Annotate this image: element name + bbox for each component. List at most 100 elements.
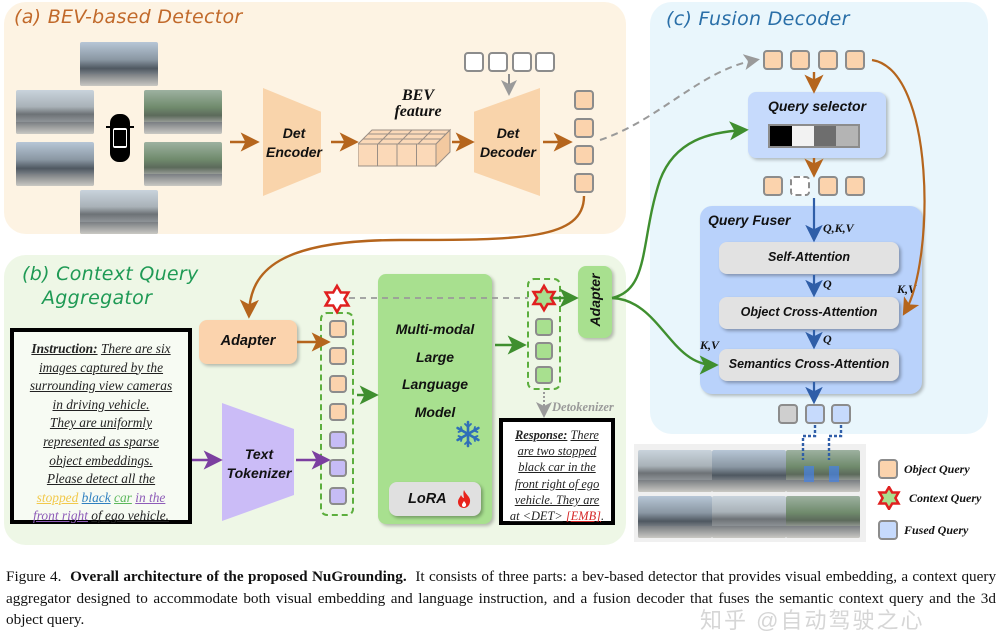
- context-query-placeholder-star-icon: [323, 283, 351, 315]
- snowflake-frozen-icon: [456, 420, 480, 448]
- object-cross-attention-label: Object Cross-Attention: [740, 305, 878, 319]
- det-encoder-label: Det Encoder: [258, 124, 330, 162]
- ego-car-icon: [106, 114, 134, 162]
- arrow-object-queries-to-fusion: [599, 54, 760, 141]
- caption-title: Overall architecture of the proposed NuG…: [70, 568, 407, 585]
- panel-a-title: (a) BEV-based Detector: [14, 6, 243, 28]
- response-heading: Response:: [515, 428, 568, 442]
- output-token: [535, 366, 553, 384]
- selector-score-cell: [814, 126, 836, 146]
- grounding-result-image: [634, 444, 866, 542]
- bev-feature-label-line1: BEV: [401, 87, 434, 104]
- instruction-heading: Instruction:: [31, 341, 98, 356]
- visual-adapter-label: Adapter: [220, 333, 276, 349]
- camera-front: [80, 42, 158, 86]
- unmatched-query: [778, 404, 798, 424]
- figure-caption: Figure 4. Overall architecture of the pr…: [6, 566, 996, 631]
- output-token-group: [527, 278, 561, 390]
- self-attention-block: [719, 242, 899, 274]
- arrow-adapter-to-query-selector: [611, 121, 749, 300]
- text-tokenizer-label: Text Tokenizer: [218, 445, 300, 483]
- instruction-attribute-in-the: in the: [135, 489, 166, 505]
- selector-score-cell: [770, 126, 792, 146]
- instruction-line: surrounding view cameras: [29, 378, 173, 394]
- fused-query: [805, 404, 825, 424]
- selector-score-cell: [792, 126, 814, 146]
- camera-front-right: [144, 90, 222, 134]
- legend-object-query-label: Object Query: [904, 462, 970, 476]
- q-label: Q: [823, 332, 832, 346]
- object-cross-attention-block: [719, 297, 899, 329]
- legend-fused-query-label: Fused Query: [904, 523, 969, 537]
- mllm-label-line: Model: [414, 403, 456, 420]
- visual-token: [329, 375, 347, 393]
- response-line: front right of ego: [514, 476, 600, 491]
- instruction-line: of ego vehicle.: [91, 508, 169, 524]
- response-box: Response: There are two stopped black ca…: [499, 418, 615, 525]
- query-fuser-label: Query Fuser: [708, 212, 791, 228]
- text-tokenizer-label-line2: Tokenizer: [226, 465, 292, 481]
- instruction-line: images captured by the: [38, 359, 164, 375]
- result-view: [638, 496, 712, 538]
- bev-feature-grid: [358, 128, 452, 168]
- object-query: [574, 173, 594, 193]
- arrow-detector-to-adapter: [239, 195, 586, 319]
- learnable-query-box: [464, 52, 484, 72]
- instruction-line: in driving vehicle.: [52, 396, 150, 412]
- context-adapter-block: [578, 266, 612, 338]
- selected-query: [845, 176, 865, 196]
- camera-back-left: [16, 142, 94, 186]
- object-query: [818, 50, 838, 70]
- visual-token: [329, 403, 347, 421]
- text-token: [329, 487, 347, 505]
- instruction-box: Instruction: There are six images captur…: [10, 328, 192, 524]
- output-token: [535, 342, 553, 360]
- instruction-attribute-car: car: [114, 489, 132, 505]
- result-view: [786, 496, 860, 538]
- learnable-query-box: [488, 52, 508, 72]
- det-decoder-label-line1: Det: [496, 125, 520, 141]
- lora-label: LoRA: [408, 491, 447, 507]
- detected-car-marker: [829, 466, 839, 482]
- object-query: [574, 118, 594, 138]
- panel-b-title-line2: Aggregator: [42, 287, 153, 309]
- response-det-token: at <DET>: [509, 509, 563, 524]
- kv-semantic-label: K,V: [700, 338, 720, 352]
- object-query: [574, 90, 594, 110]
- object-query: [845, 50, 865, 70]
- response-emb-token: [EMB]: [565, 509, 601, 524]
- camera-front-left: [16, 90, 94, 134]
- q-label: Q: [823, 277, 832, 291]
- instruction-line: There are six: [100, 341, 171, 356]
- qkv-label: Q,K,V: [823, 221, 854, 235]
- selector-score-bar: [768, 124, 860, 148]
- response-line: There: [570, 428, 599, 442]
- output-token: [535, 318, 553, 336]
- connection-arrows: [192, 54, 926, 470]
- fused-query: [831, 404, 851, 424]
- text-token: [329, 431, 347, 449]
- legend-context-query-star-icon: [877, 486, 901, 510]
- det-encoder-label-line1: Det: [282, 125, 306, 141]
- det-encoder-label-line2: Encoder: [265, 144, 322, 160]
- caption-figure-label: Figure 4.: [6, 568, 62, 585]
- text-tokenizer-label-line1: Text: [244, 446, 274, 462]
- det-decoder-label: Det Decoder: [472, 124, 544, 162]
- semantics-cross-attention-label: Semantics Cross-Attention: [728, 357, 890, 371]
- visual-adapter-block: [199, 320, 297, 364]
- object-query: [790, 50, 810, 70]
- legend-fused-query-swatch: [878, 520, 898, 540]
- panel-c-title: (c) Fusion Decoder: [666, 8, 850, 30]
- mllm-label-line: Multi-modal: [395, 321, 475, 337]
- instruction-attribute-front-right: front right: [33, 508, 88, 524]
- arrow-adapter-to-semantic-attention: [611, 296, 719, 375]
- bev-feature-label: BEV feature: [392, 88, 444, 120]
- kv-object-label: K,V: [897, 282, 917, 296]
- legend-context-query-label: Context Query: [909, 491, 982, 505]
- caption-body: It consists of three parts: a bev-based …: [6, 568, 997, 628]
- query-selector-label: Query selector: [767, 98, 867, 114]
- result-view: [786, 450, 860, 492]
- self-attention-label: Self-Attention: [768, 250, 850, 264]
- fused-query-link: [801, 425, 817, 460]
- watermark: 知乎 @自动驾驶之心: [700, 608, 925, 633]
